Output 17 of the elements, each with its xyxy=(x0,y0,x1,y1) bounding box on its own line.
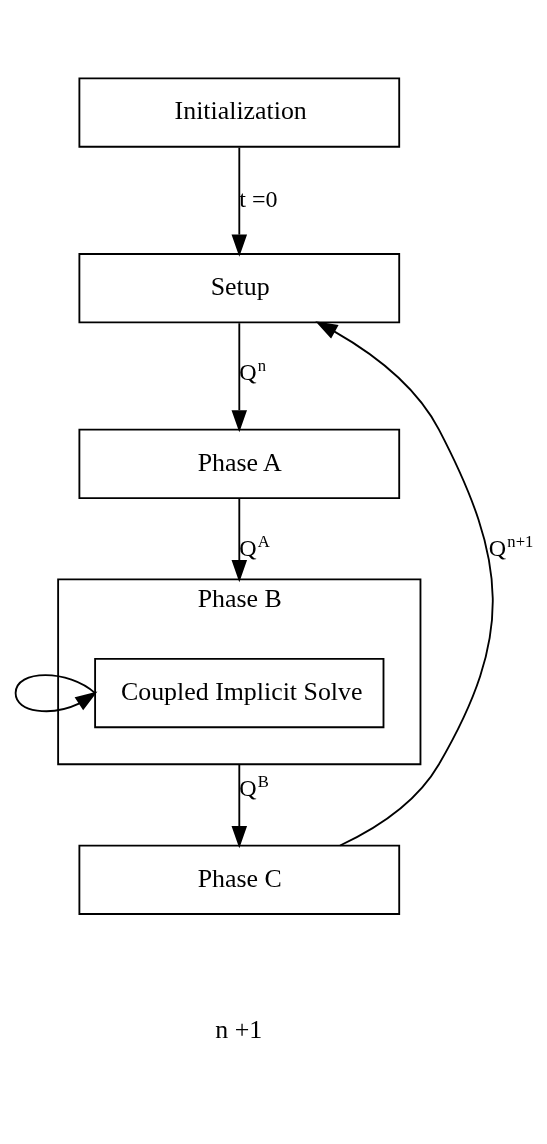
node-box: Setup xyxy=(78,253,401,324)
edge-label: Q$^{B}$ xyxy=(239,771,269,802)
node-box: Initialization xyxy=(78,77,401,148)
edge-label: Q$^{n}$ xyxy=(239,355,267,386)
node-box: Phase A xyxy=(78,428,401,499)
arrow xyxy=(231,322,248,433)
node-box: Phase C xyxy=(78,844,401,915)
edge-label: t =0 xyxy=(239,185,278,212)
arrow xyxy=(231,763,248,849)
arrow xyxy=(231,497,248,583)
edge-label: Q$^{n+1}$ xyxy=(488,531,534,562)
label: n +1 xyxy=(215,1015,263,1045)
arrow xyxy=(14,674,98,713)
arrow xyxy=(231,146,248,257)
arrow xyxy=(315,321,494,847)
node-box: Coupled Implicit Solve xyxy=(94,657,385,729)
edge-label: Q$^{A}$ xyxy=(239,531,270,562)
